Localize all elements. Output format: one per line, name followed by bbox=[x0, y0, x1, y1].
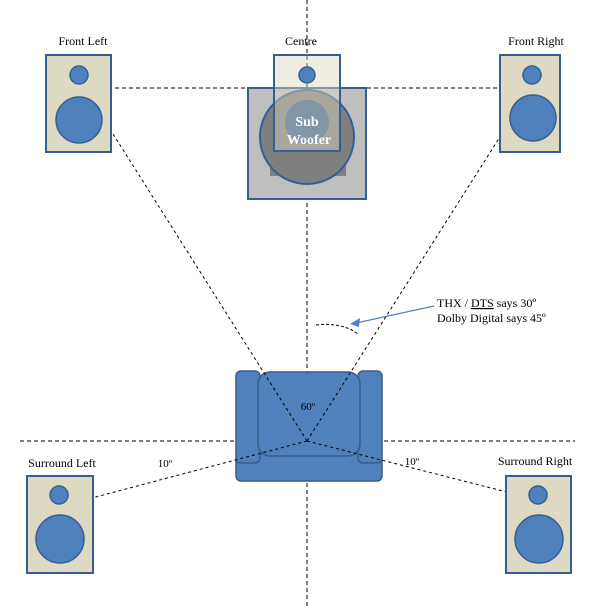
surround-left-angle-label: 10º bbox=[158, 458, 173, 470]
surround-left-sightline bbox=[57, 440, 308, 508]
centre-label: Centre bbox=[285, 34, 317, 48]
centre-speaker bbox=[273, 54, 341, 152]
front-left-speaker bbox=[45, 54, 112, 153]
front-right-speaker bbox=[499, 54, 561, 153]
surround-right-speaker bbox=[505, 475, 572, 574]
surround-right-angle-label: 10º bbox=[405, 456, 420, 468]
front-right-sightline bbox=[306, 87, 532, 442]
annotation-line1-prefix: THX / bbox=[437, 296, 471, 310]
annotation-line1: THX / DTS says 30º bbox=[437, 296, 536, 310]
subwoofer-label-line2: Woofer bbox=[287, 133, 331, 148]
front-angle-arc bbox=[315, 323, 359, 335]
annotation-line1-suffix: says 30º bbox=[494, 296, 537, 310]
front-left-label: Front Left bbox=[59, 34, 109, 48]
surround-left-speaker bbox=[26, 475, 94, 574]
annotation-dts: DTS bbox=[471, 296, 494, 310]
subwoofer bbox=[247, 87, 367, 200]
annotation-line2: Dolby Digital says 45º bbox=[437, 311, 546, 325]
surround-right-label: Surround Right bbox=[498, 454, 573, 468]
surround-left-label: Surround Left bbox=[28, 456, 96, 470]
listener-armchair bbox=[235, 370, 383, 482]
front-right-label: Front Right bbox=[508, 34, 564, 48]
subwoofer-label-line1: Sub bbox=[295, 115, 319, 130]
annotation-arrow bbox=[350, 305, 435, 327]
front-angle-label: 60º bbox=[301, 401, 316, 413]
